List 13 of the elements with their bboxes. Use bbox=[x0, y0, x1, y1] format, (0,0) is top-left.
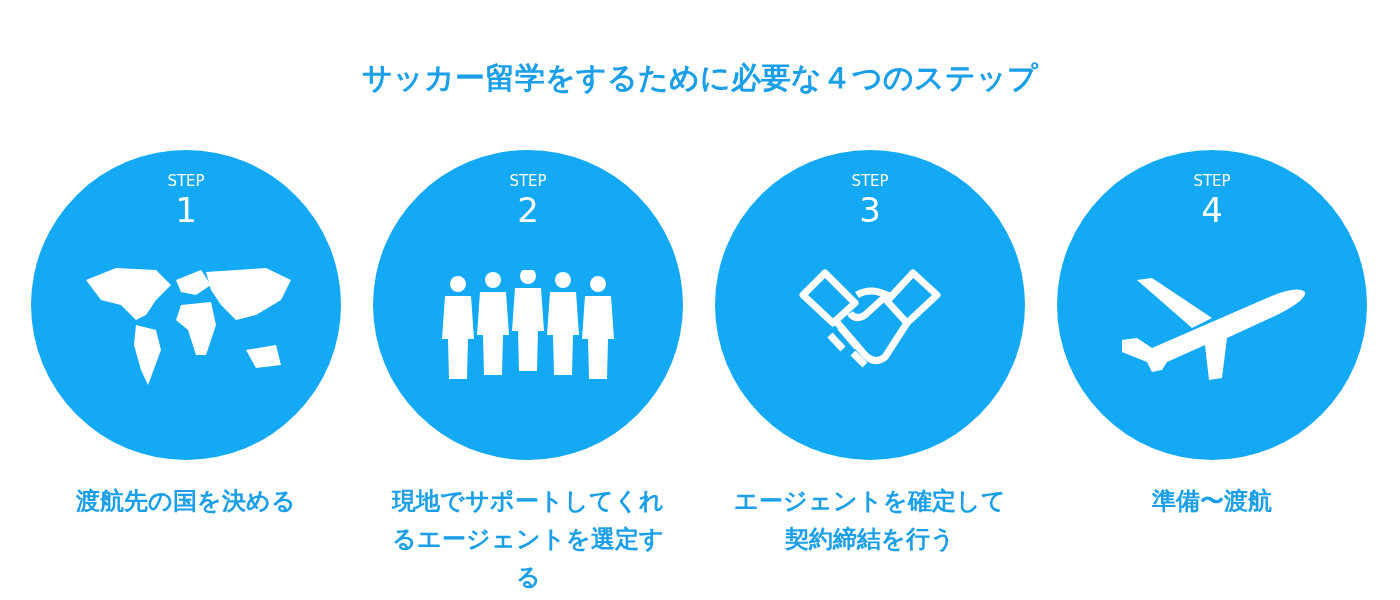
step-number: 2 bbox=[516, 190, 540, 230]
step-label: STEP bbox=[1192, 172, 1232, 190]
step-number: 1 bbox=[174, 190, 198, 230]
diagram-title: サッカー留学をするために必要な４つのステップ bbox=[361, 59, 1040, 97]
step-caption: 現地でサポートしてくれるエージェントを選定する bbox=[390, 486, 665, 593]
step-label: STEP bbox=[850, 172, 890, 190]
step-number: 3 bbox=[858, 190, 882, 230]
step-number: 4 bbox=[1200, 190, 1224, 230]
step-caption: 渡航先の国を決める bbox=[75, 486, 297, 517]
step-caption: エージェントを確定して契約締結を行う bbox=[733, 486, 1007, 555]
step-label: STEP bbox=[508, 172, 548, 190]
step-caption: 準備〜渡航 bbox=[1151, 486, 1273, 517]
step-label: STEP bbox=[166, 172, 206, 190]
